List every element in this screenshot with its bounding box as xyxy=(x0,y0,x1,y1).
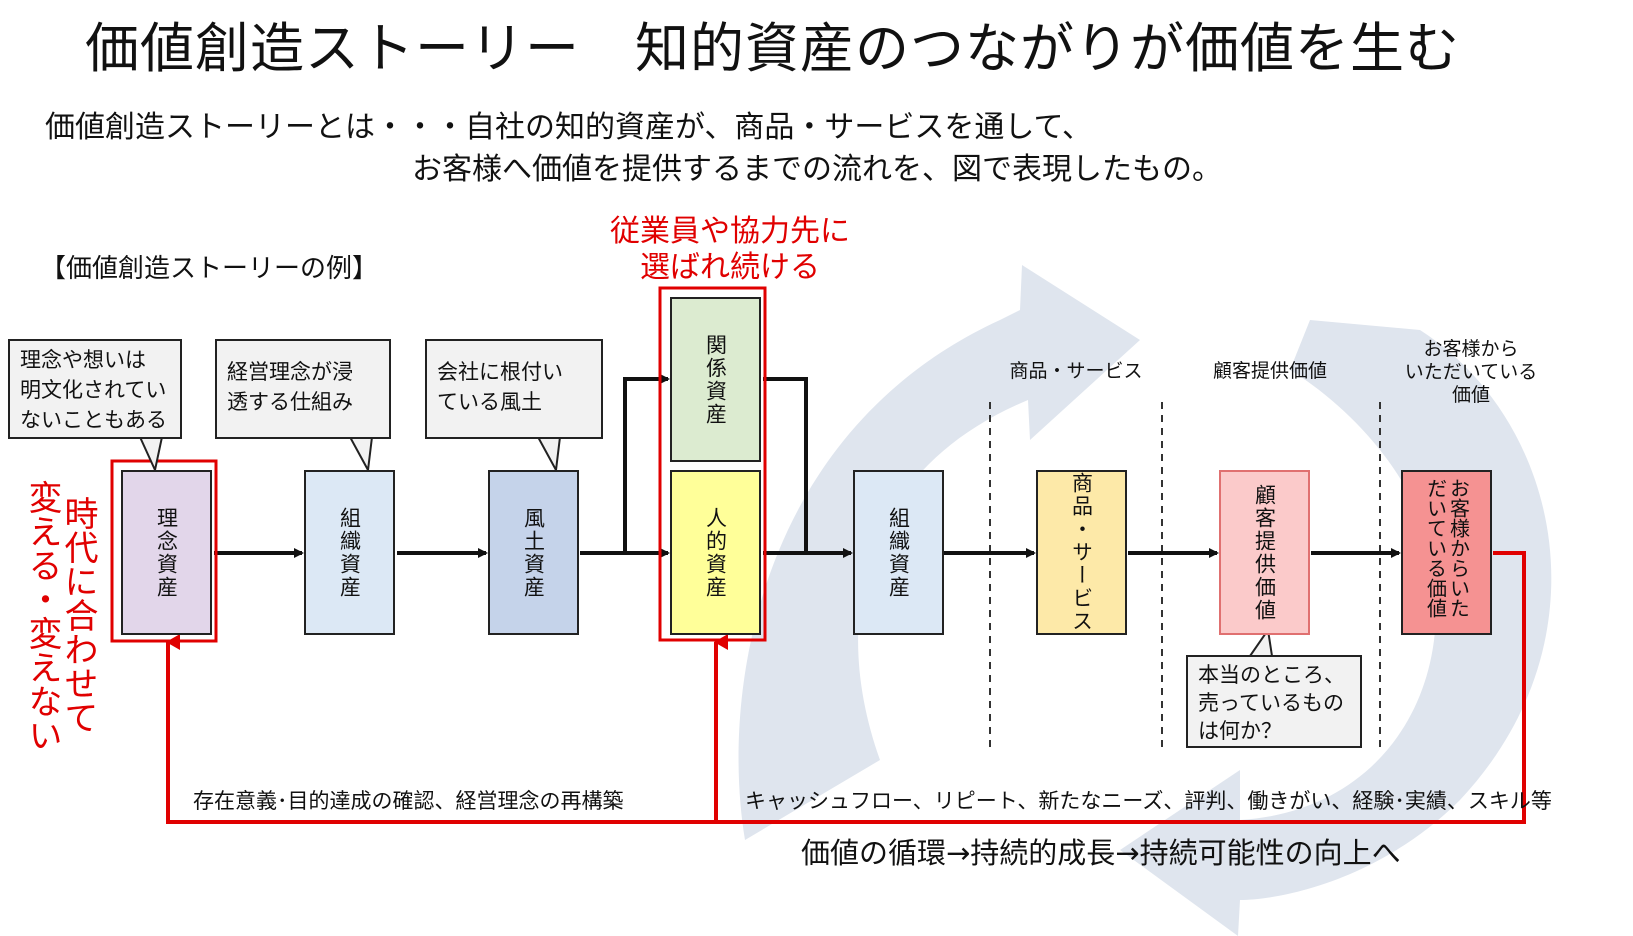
box-jinteki-shisan: 人的資産 xyxy=(670,470,761,635)
callout-soshiki: 経営理念が浸 透する仕組み xyxy=(215,339,391,439)
flow-arrows xyxy=(214,374,1401,558)
box-shohin-label: 商品・サービス xyxy=(1069,472,1094,633)
highlight-frames xyxy=(110,286,767,643)
side-label-col-1: 時代に合わせて xyxy=(58,496,98,734)
box-rinen-label: 理念資産 xyxy=(154,506,179,599)
feedback-label-right: キャッシュフロー、リピート、新たなニーズ、評判、働きがい、経験･実績、スキル等 xyxy=(745,789,1552,813)
callout-kokyaku-line: は何か？ xyxy=(1198,719,1282,743)
callout-soshiki-line: 透する仕組み xyxy=(227,390,353,414)
callout-rinen-line: 明文化されてい xyxy=(20,378,167,402)
callout-rinen: 理念や想いは 明文化されてい ないこともある xyxy=(8,339,182,439)
box-soshiki-2-label: 組織資産 xyxy=(886,506,911,599)
header-kokyaku-teikyo-kachi: 顧客提供価値 xyxy=(1212,360,1327,382)
box-okyakusama-label: お客様からいただいている価値 xyxy=(1423,477,1471,618)
box-kankei-label: 関係資産 xyxy=(703,333,728,426)
dashed-dividers xyxy=(989,402,1381,748)
box-shohin-service: 商品・サービス xyxy=(1036,470,1127,635)
example-label: 【価値創造ストーリーの例】 xyxy=(40,254,379,284)
callout-rinen-line: ないこともある xyxy=(20,408,167,432)
callout-fudo-line: ている風土 xyxy=(437,390,542,414)
box-rinen-shisan: 理念資産 xyxy=(121,470,212,635)
header-okyakusama-line: いただいている xyxy=(1404,361,1538,383)
callout-fudo-line: 会社に根付い xyxy=(437,360,563,384)
page-title: 価値創造ストーリー 知的資産のつながりが価値を生む xyxy=(85,17,1460,80)
header-okyakusama-line: 価値 xyxy=(1451,384,1490,406)
bottom-summary: 価値の循環→持続的成長→持続可能性の向上へ xyxy=(801,836,1401,870)
box-fudo-label: 風土資産 xyxy=(521,506,546,599)
callout-rinen-line: 理念や想いは xyxy=(20,348,146,372)
callout-kokyaku-line: 売っているもの xyxy=(1198,691,1344,715)
box-okyakusama-kachi: お客様からいただいている価値 xyxy=(1401,470,1492,635)
callout-kokyaku: 本当のところ、 売っているもの は何か？ xyxy=(1186,655,1362,748)
box-kokyaku-label: 顧客提供価値 xyxy=(1252,483,1277,622)
header-shohin-service: 商品・サービス xyxy=(1009,360,1143,382)
callout-soshiki-line: 経営理念が浸 xyxy=(227,360,353,384)
box-soshiki-shisan-2: 組織資産 xyxy=(853,470,944,635)
highlight-label: 従業員や協力先に 選ばれ続ける xyxy=(600,214,860,286)
box-jinteki-label: 人的資産 xyxy=(703,506,728,599)
callout-kokyaku-line: 本当のところ、 xyxy=(1198,663,1345,687)
box-soshiki-1-label: 組織資産 xyxy=(337,506,362,599)
intro-line-1: 価値創造ストーリーとは・・・自社の知的資産が、商品・サービスを通して、 xyxy=(45,110,1092,145)
feedback-loop xyxy=(166,551,1526,824)
header-okyakusama-kachi: お客様から いただいている 価値 xyxy=(1388,338,1554,407)
intro-line-2: お客様へ価値を提供するまでの流れを、図で表現したもの。 xyxy=(412,152,1222,187)
callout-fudo: 会社に根付い ている風土 xyxy=(425,339,603,439)
header-okyakusama-line: お客様から xyxy=(1423,338,1519,360)
feedback-label-left: 存在意義･目的達成の確認、経営理念の再構築 xyxy=(193,789,624,813)
box-soshiki-shisan-1: 組織資産 xyxy=(304,470,395,635)
box-fudo-shisan: 風土資産 xyxy=(488,470,579,635)
box-kankei-shisan: 関係資産 xyxy=(670,297,761,462)
highlight-label-line-2: 選ばれ続ける xyxy=(640,250,820,285)
highlight-label-line-1: 従業員や協力先に xyxy=(610,214,850,249)
side-label-col-2: 変える・変えない xyxy=(22,480,62,752)
box-kokyaku-teikyo-kachi: 顧客提供価値 xyxy=(1219,470,1310,635)
